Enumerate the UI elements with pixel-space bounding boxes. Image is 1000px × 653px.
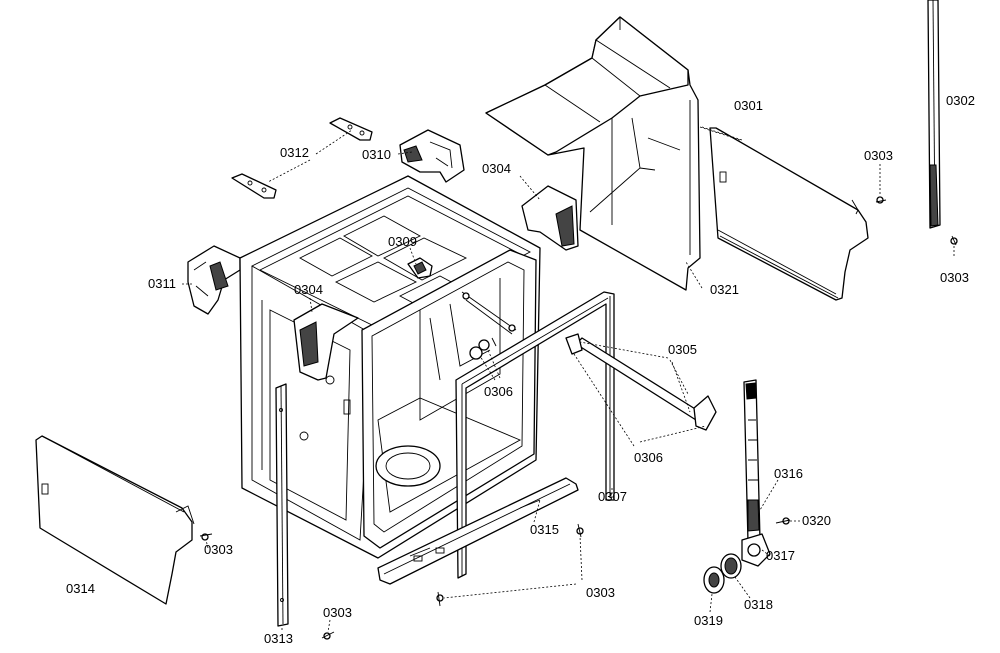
label-0304-lower: 0304 [294, 282, 323, 297]
screw-0303-bottom-right [576, 523, 584, 538]
label-0311: 0311 [148, 276, 176, 291]
part-0311-hinge-block [187, 245, 241, 315]
label-0320: 0320 [802, 513, 831, 528]
screw-0303-strip [950, 235, 958, 246]
part-0304-bracket-lower [293, 303, 359, 381]
part-0301-side-panel [709, 127, 869, 301]
part-0305-support-rod [565, 333, 717, 431]
part-0321-cover-panel [485, 16, 701, 291]
label-0316: 0316 [774, 466, 803, 481]
part-0309-clip [407, 257, 433, 279]
label-0314: 0314 [66, 581, 95, 596]
label-0303-strip: 0303 [940, 270, 969, 285]
part-0302-strip [927, 0, 941, 229]
label-0305: 0305 [668, 342, 697, 357]
label-0319: 0319 [694, 613, 723, 628]
label-0312: 0312 [280, 145, 309, 160]
label-0310: 0310 [362, 147, 391, 162]
label-0304-upper: 0304 [482, 161, 511, 176]
screw-0303-bottom-left [321, 631, 335, 640]
screw-0303-right-panel [875, 196, 887, 204]
label-0303-right-panel: 0303 [864, 148, 893, 163]
label-0306-tub: 0306 [484, 384, 513, 399]
leader-lines [182, 126, 955, 633]
label-0302: 0302 [946, 93, 975, 108]
label-0303-bottom-right: 0303 [586, 585, 615, 600]
label-0306-rod: 0306 [634, 450, 663, 465]
label-0309: 0309 [388, 234, 417, 249]
part-0310-hinge-block [399, 129, 465, 183]
part-0315-bottom-plate [377, 477, 579, 585]
label-0317: 0317 [766, 548, 795, 563]
label-0321: 0321 [710, 282, 739, 297]
part-0308-fasteners [469, 337, 497, 360]
label-0307: 0307 [598, 489, 627, 504]
part-labels: 0301 0302 0303 0303 0303 0303 0303 0304 … [66, 93, 975, 646]
screw-0320 [775, 517, 791, 525]
screw-0303-left-panel [199, 533, 213, 541]
label-0301: 0301 [734, 98, 763, 113]
part-0317-fitting [741, 533, 771, 567]
part-0313-rail [275, 383, 289, 627]
part-0312-bracket-top [329, 117, 373, 141]
part-0304-bracket-upper [521, 185, 579, 251]
label-0303-left-panel: 0303 [204, 542, 233, 557]
label-0303-bottom-left: 0303 [323, 605, 352, 620]
screw-0303-bottom-mid [436, 591, 444, 607]
part-0319-washer [703, 566, 725, 594]
label-0315: 0315 [530, 522, 559, 537]
part-0318-nut [720, 553, 742, 579]
part-0312-bracket-bottom [231, 173, 277, 199]
part-0316-spray-tube [743, 379, 761, 543]
label-0318: 0318 [744, 597, 773, 612]
label-0313: 0313 [264, 631, 293, 646]
part-0314-side-panel [35, 435, 195, 605]
